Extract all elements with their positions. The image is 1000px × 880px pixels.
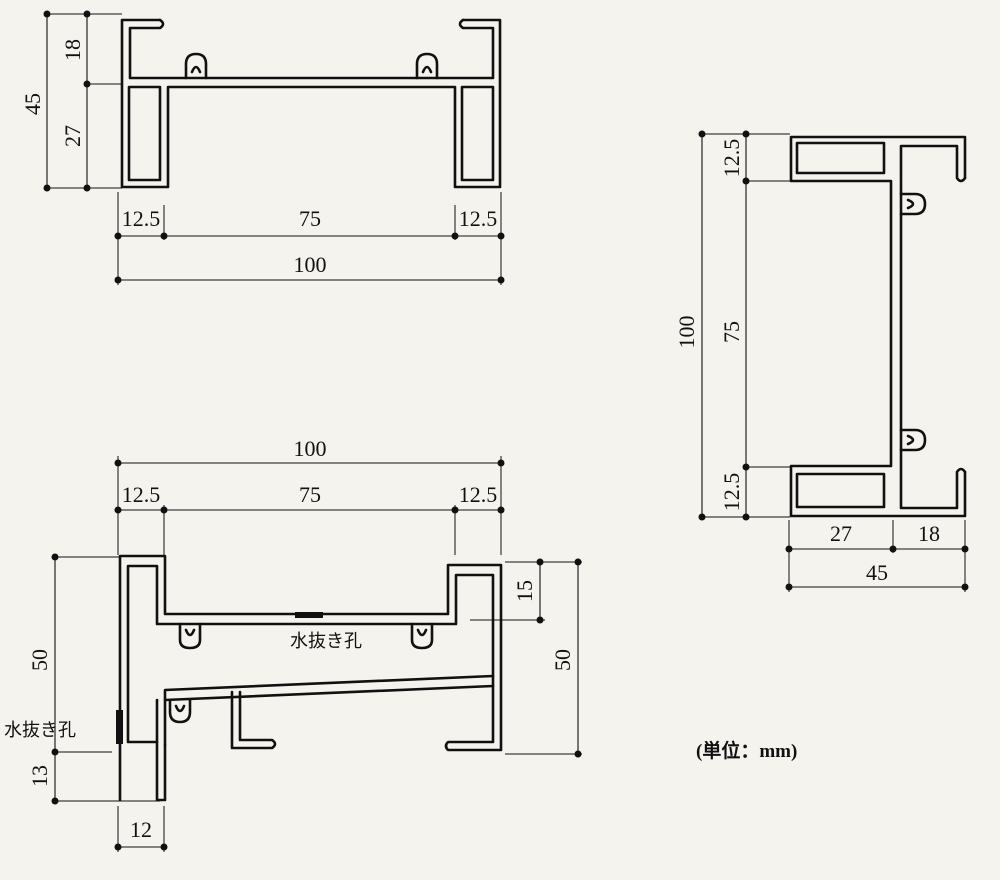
figure-bottom-dims-top: 100 12.5 75 12.5 (114, 436, 505, 555)
top-dim-height-upper: 18 (60, 39, 85, 61)
bottom-dim-right-lower: 50 (550, 649, 575, 671)
figure-right-dims: 100 75 12.5 12.5 27 18 45 (674, 130, 969, 592)
drain-hole-label-left: 水抜き孔 (4, 720, 76, 740)
figure-top-dims: 45 18 27 12.5 75 12.5 100 (20, 10, 505, 285)
bottom-dim-left-upper: 50 (27, 649, 52, 671)
figure-top-profile (120, 18, 502, 189)
right-dim-height-total: 100 (674, 316, 699, 349)
bottom-dim-right-upper: 15 (512, 580, 537, 602)
bottom-dim-width-left: 12.5 (122, 482, 161, 507)
right-dim-width-left: 27 (830, 521, 852, 546)
right-dim-width-total: 45 (866, 560, 888, 585)
figure-right-profile (789, 135, 967, 518)
bottom-dim-bottom-width: 12 (130, 817, 152, 842)
top-dim-width-middle: 75 (299, 206, 321, 231)
right-dim-height-top: 12.5 (719, 139, 744, 178)
drain-hole-top (295, 612, 323, 618)
drain-hole-label-top: 水抜き孔 (290, 631, 362, 651)
unit-label: (単位：mm) (696, 739, 797, 762)
bottom-dim-left-lower: 13 (27, 765, 52, 787)
figure-right: 100 75 12.5 12.5 27 18 45 (674, 130, 969, 592)
figure-bottom: 100 12.5 75 12.5 (4, 436, 582, 852)
drain-hole-left (116, 710, 123, 744)
figure-bottom-profile (116, 554, 503, 802)
top-dim-width-total: 100 (294, 252, 327, 277)
right-dim-height-middle: 75 (719, 321, 744, 343)
right-dim-width-right: 18 (918, 521, 940, 546)
top-dim-height-total: 45 (20, 93, 45, 115)
top-dim-width-left: 12.5 (122, 206, 161, 231)
top-dim-height-lower: 27 (60, 125, 85, 147)
bottom-dim-width-right: 12.5 (459, 482, 498, 507)
top-dim-width-right: 12.5 (459, 206, 498, 231)
figure-top: 45 18 27 12.5 75 12.5 100 (20, 10, 505, 285)
bottom-dim-width-middle: 75 (299, 482, 321, 507)
bottom-dim-width-total: 100 (294, 436, 327, 461)
figure-bottom-dims-side: 50 13 12 15 50 (27, 553, 582, 852)
right-dim-height-bottom: 12.5 (719, 473, 744, 512)
